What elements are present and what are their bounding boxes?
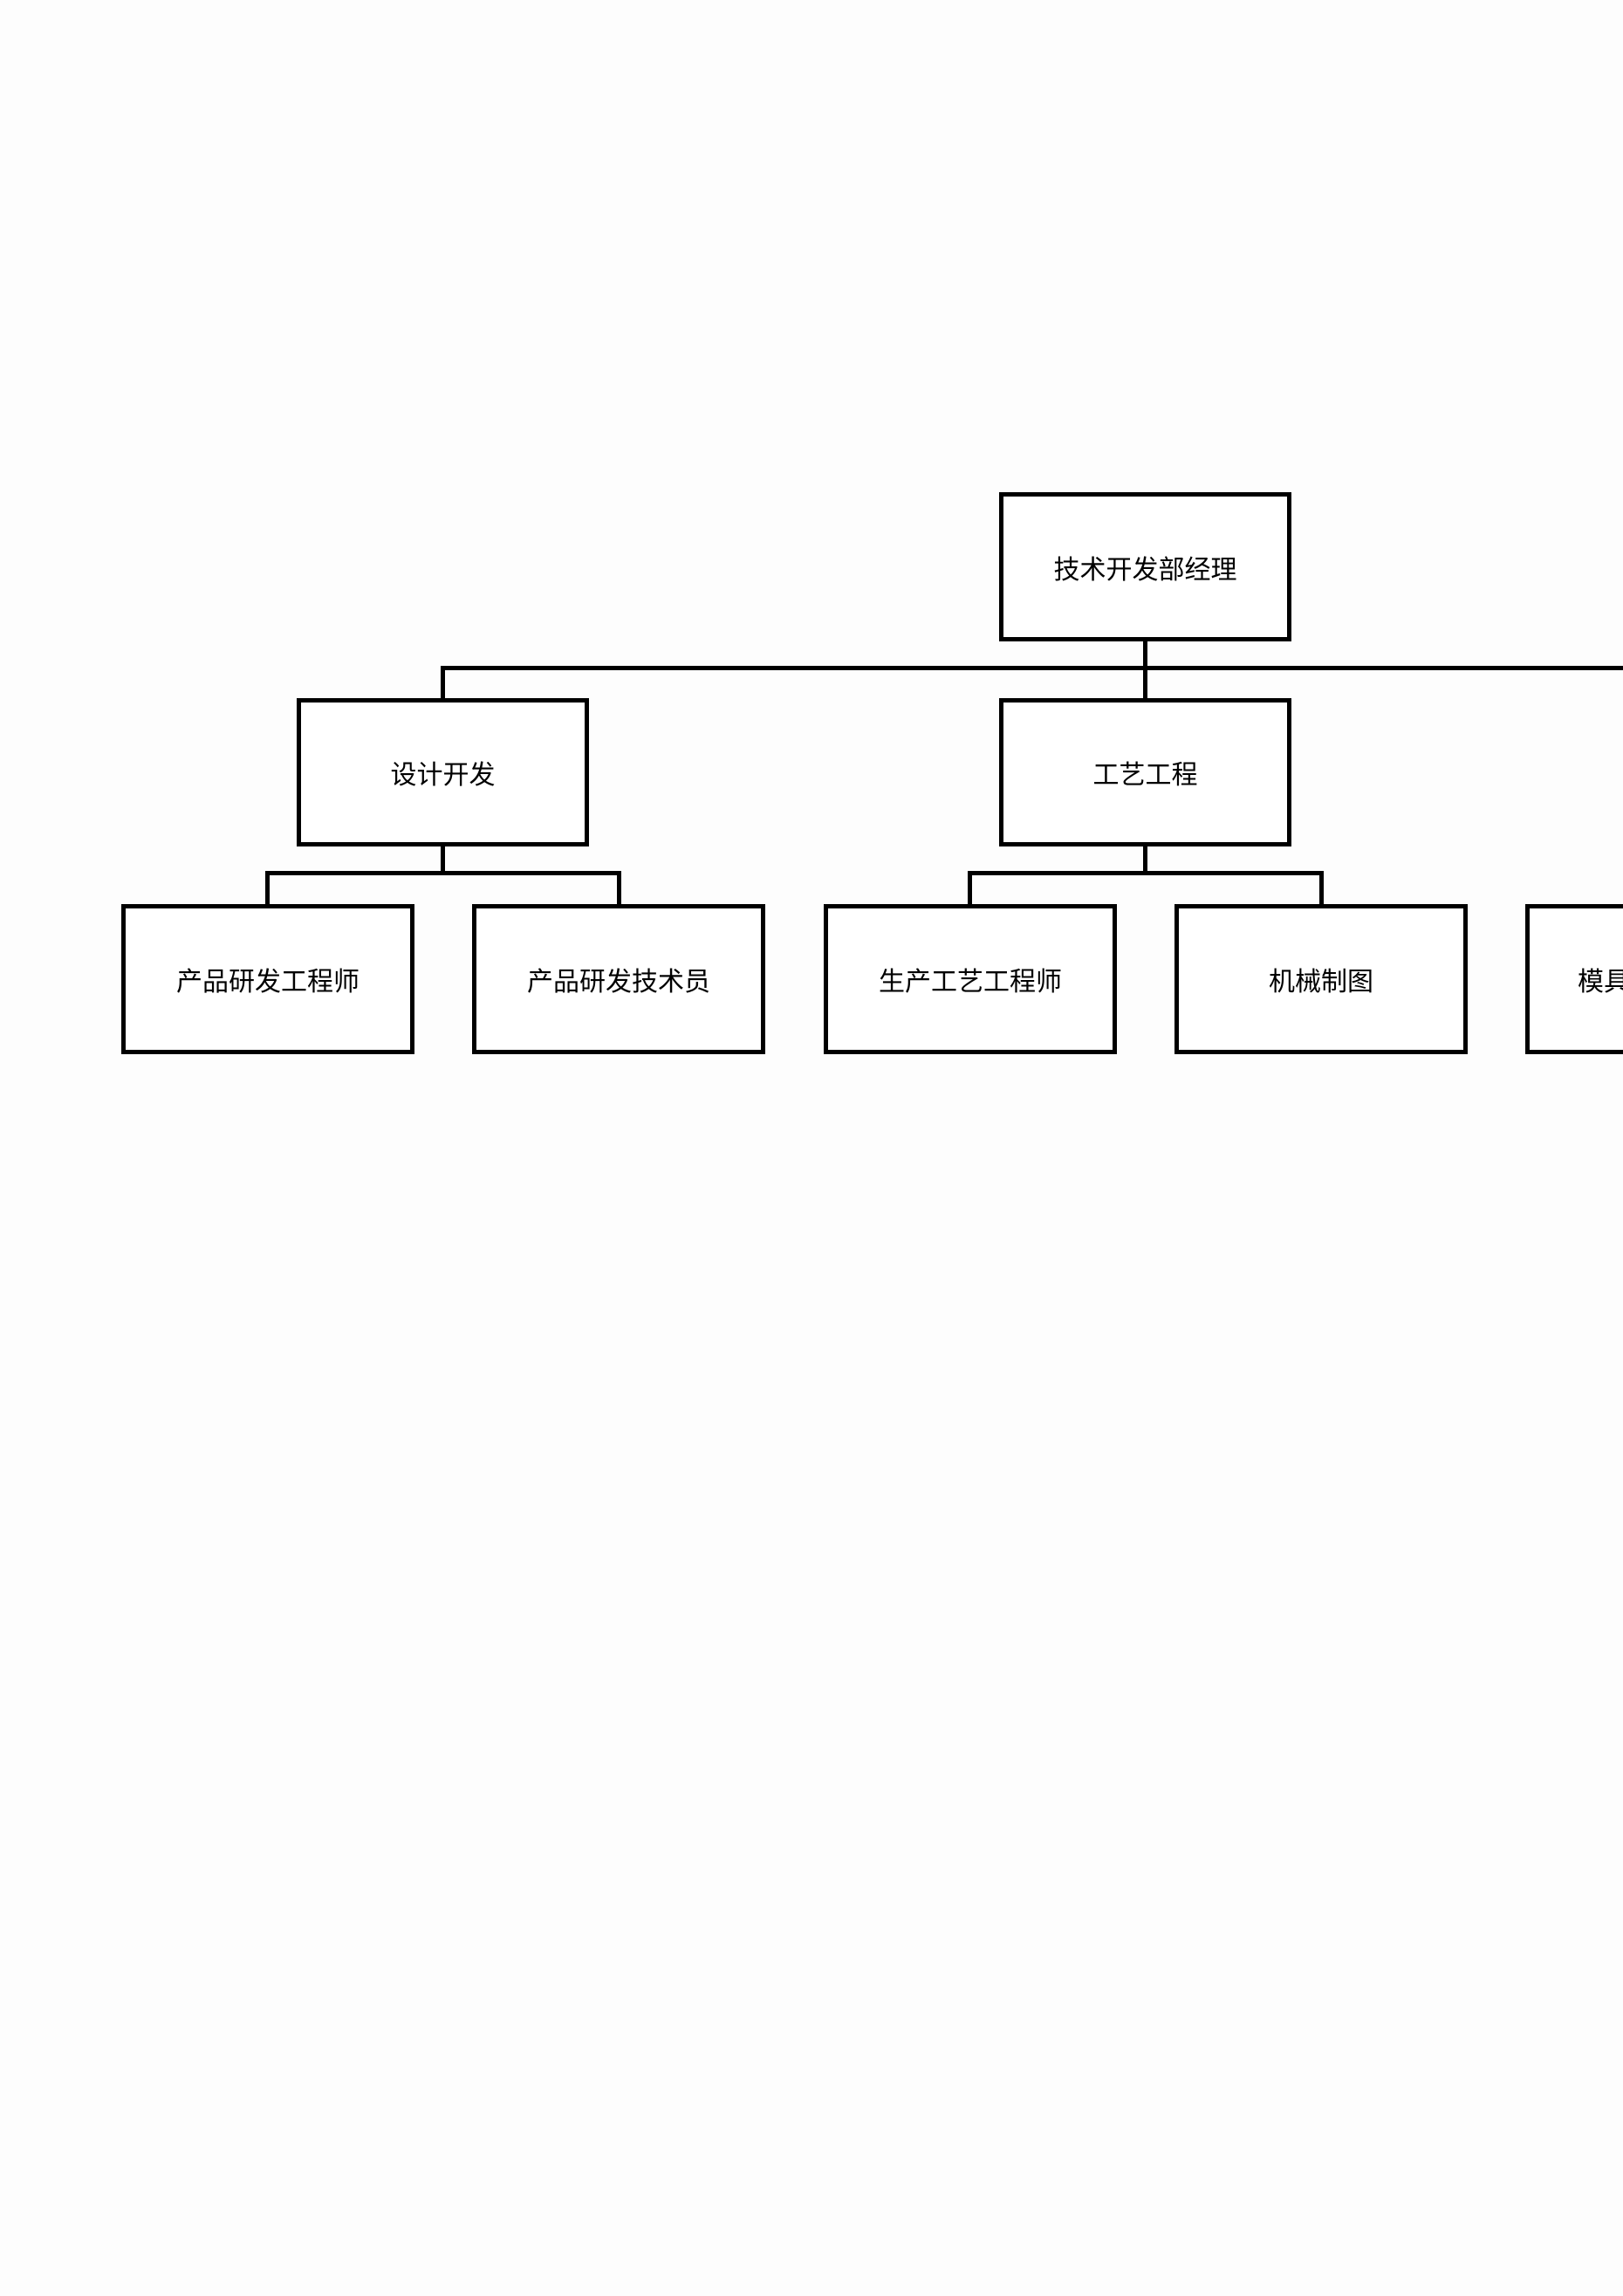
- node-product-rd-technician-label: 产品研发技术员: [527, 967, 710, 997]
- node-design-dev-label: 设计开发: [390, 760, 496, 791]
- connector-process-down: [1143, 842, 1147, 874]
- node-root: 技术开发部经理: [999, 492, 1291, 641]
- connector-level1-horizontal: [441, 666, 1623, 670]
- node-mechanical-drafting: 机械制图: [1174, 904, 1468, 1054]
- node-root-label: 技术开发部经理: [1053, 554, 1237, 586]
- node-production-process-engineer-label: 生产工艺工程师: [879, 967, 1062, 997]
- connector-design-child-2: [617, 871, 621, 906]
- connector-design-child-1: [265, 871, 270, 906]
- node-product-rd-engineer: 产品研发工程师: [121, 904, 414, 1054]
- connector-design-up: [441, 666, 445, 700]
- node-production-process-engineer: 生产工艺工程师: [824, 904, 1117, 1054]
- node-mechanical-drafting-label: 机械制图: [1269, 967, 1373, 997]
- node-process-eng-label: 工艺工程: [1092, 760, 1198, 791]
- node-product-rd-technician: 产品研发技术员: [472, 904, 765, 1054]
- node-mold-truncated-label: 模具: [1578, 967, 1623, 997]
- connector-design-children-horizontal: [265, 871, 621, 875]
- node-mold-truncated: 模具: [1525, 904, 1623, 1054]
- connector-process-child-1: [968, 871, 972, 906]
- connector-process-child-2: [1319, 871, 1324, 906]
- connector-design-down: [441, 842, 445, 874]
- node-product-rd-engineer-label: 产品研发工程师: [176, 967, 360, 997]
- connector-process-children-horizontal: [968, 871, 1324, 875]
- node-process-eng: 工艺工程: [999, 698, 1291, 846]
- node-design-dev: 设计开发: [297, 698, 589, 846]
